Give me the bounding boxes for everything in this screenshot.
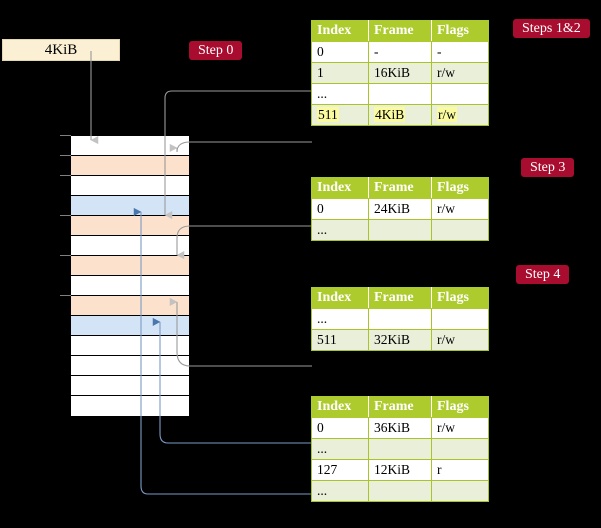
memory-frame-row <box>71 236 189 256</box>
cell-index: ... <box>311 438 369 460</box>
cell-frame <box>368 438 432 460</box>
cell-flags: r/w <box>431 417 489 439</box>
cell-frame <box>368 480 432 502</box>
badge-step-4: Step 4 <box>516 265 570 284</box>
memory-frame-row <box>71 276 189 296</box>
connector-step3 <box>176 225 312 260</box>
cell-flags: r/w <box>431 104 489 126</box>
column-header-index: Index <box>311 396 369 418</box>
memory-frame-row <box>71 176 189 196</box>
cell-flags: r <box>431 459 489 481</box>
cell-index: 511 <box>311 104 369 126</box>
cell-frame <box>368 308 432 330</box>
highlight-span: r/w <box>437 107 457 122</box>
connector-step4b <box>152 317 312 444</box>
memory-tick <box>60 175 71 176</box>
cell-frame <box>368 219 432 241</box>
physical-memory-column <box>70 135 190 416</box>
memory-frame-row <box>71 256 189 276</box>
cell-flags: r/w <box>431 329 489 351</box>
table-row: ... <box>311 83 489 105</box>
memory-tick <box>60 295 71 296</box>
cell-index: ... <box>311 219 369 241</box>
source-frame-label: 4KiB <box>44 41 78 58</box>
memory-tick <box>60 255 71 256</box>
connector-steps12-b <box>169 141 312 153</box>
cell-flags: - <box>431 41 489 63</box>
cell-index: 0 <box>311 417 369 439</box>
table-row: ... <box>311 219 489 241</box>
cell-index: 0 <box>311 198 369 220</box>
column-header-index: Index <box>311 20 369 42</box>
cell-frame: 36KiB <box>368 417 432 439</box>
memory-tick <box>60 215 71 216</box>
connector-step4c <box>133 207 312 495</box>
cell-frame: 12KiB <box>368 459 432 481</box>
column-header-frame: Frame <box>368 20 432 42</box>
cell-flags <box>431 438 489 460</box>
cell-index: 1 <box>311 62 369 84</box>
cell-frame: - <box>368 41 432 63</box>
cell-flags: r/w <box>431 198 489 220</box>
column-header-flags: Flags <box>431 287 489 309</box>
table-row: 511 4KiB r/w <box>311 104 489 126</box>
cell-index: 127 <box>311 459 369 481</box>
cell-flags <box>431 219 489 241</box>
column-header-frame: Frame <box>368 177 432 199</box>
table-row: ... <box>311 480 489 502</box>
cell-index: ... <box>311 83 369 105</box>
column-header-flags: Flags <box>431 20 489 42</box>
cell-flags <box>431 83 489 105</box>
highlight-span: 511 <box>317 107 339 122</box>
table-row: ... <box>311 438 489 460</box>
memory-frame-row <box>71 136 189 156</box>
column-header-flags: Flags <box>431 177 489 199</box>
cell-frame <box>368 83 432 105</box>
memory-tick <box>60 155 71 156</box>
column-header-index: Index <box>311 177 369 199</box>
highlight-span: 4KiB <box>374 107 406 122</box>
memory-frame-row <box>71 296 189 316</box>
badge-step-3: Step 3 <box>521 158 575 177</box>
table-row: 0-- <box>311 41 489 63</box>
cell-frame: 32KiB <box>368 329 432 351</box>
cell-flags <box>431 308 489 330</box>
cell-flags: r/w <box>431 62 489 84</box>
cell-index: ... <box>311 480 369 502</box>
connector-step4a <box>169 297 312 367</box>
memory-frame-row <box>71 156 189 176</box>
table-row: ... <box>311 308 489 330</box>
cell-index: 0 <box>311 41 369 63</box>
cell-flags <box>431 480 489 502</box>
cell-frame: 24KiB <box>368 198 432 220</box>
cell-index: 511 <box>311 329 369 351</box>
cell-index: ... <box>311 308 369 330</box>
column-header-flags: Flags <box>431 396 489 418</box>
memory-frame-row <box>71 196 189 216</box>
column-header-frame: Frame <box>368 287 432 309</box>
connector-steps12-a <box>164 90 312 220</box>
memory-frame-row <box>71 216 189 236</box>
badge-step-0: Step 0 <box>189 41 243 60</box>
badge-steps-1-2: Steps 1&2 <box>513 19 590 38</box>
cell-frame: 16KiB <box>368 62 432 84</box>
column-header-frame: Frame <box>368 396 432 418</box>
memory-tick <box>60 135 71 136</box>
cell-frame: 4KiB <box>368 104 432 126</box>
column-header-index: Index <box>311 287 369 309</box>
